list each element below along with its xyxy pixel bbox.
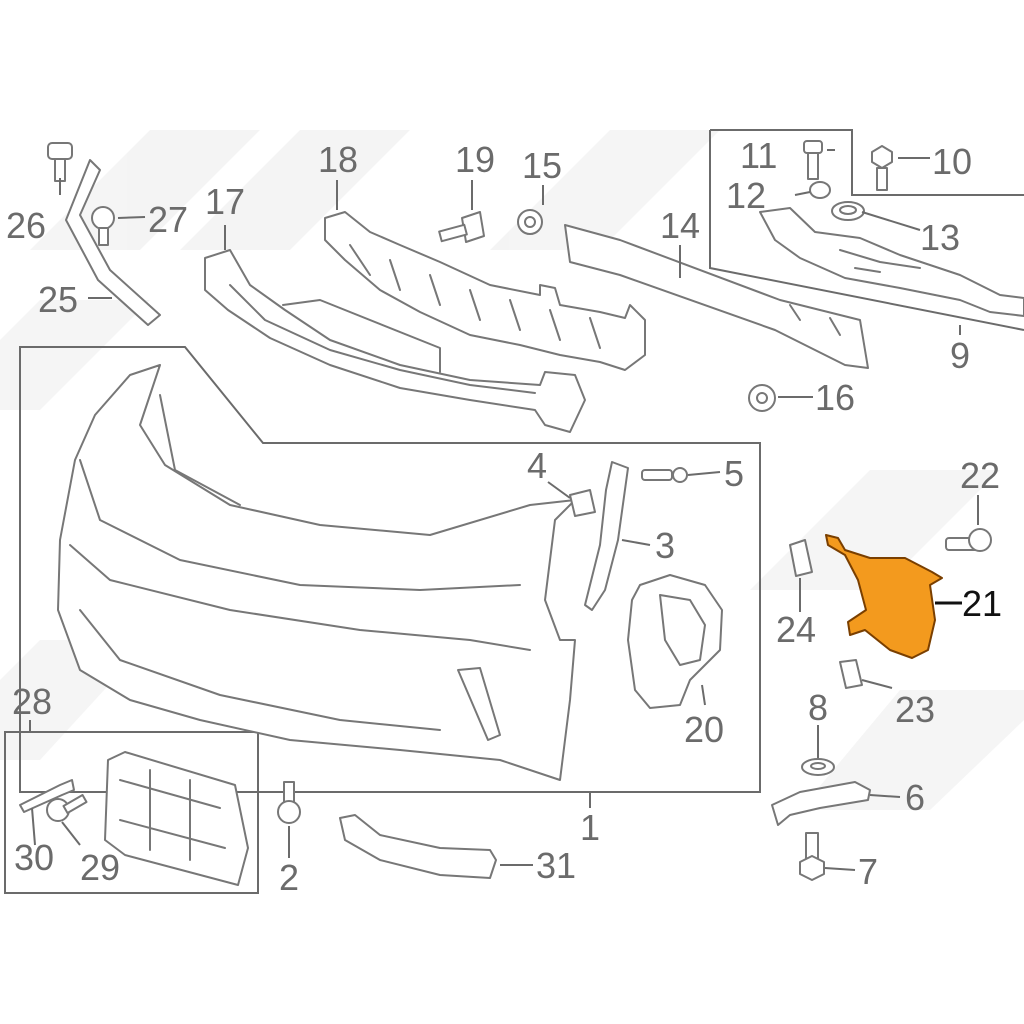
callout-21: 21 xyxy=(962,583,1002,624)
callout-28: 28 xyxy=(12,681,52,722)
callout-13: 13 xyxy=(920,217,960,258)
callout-4: 4 xyxy=(527,445,547,486)
part-16-nut[interactable] xyxy=(748,384,776,412)
part-6-bracket[interactable] xyxy=(771,781,871,826)
part-21-air-deflector-highlighted[interactable] xyxy=(825,534,943,659)
callout-20: 20 xyxy=(684,709,724,750)
callout-23: 23 xyxy=(895,689,935,730)
callout-labels: 26 27 25 17 18 19 15 14 11 12 10 13 9 16… xyxy=(6,135,1002,898)
part-24-clip[interactable] xyxy=(789,539,813,577)
part-19-screw[interactable] xyxy=(438,211,485,243)
callout-24: 24 xyxy=(776,609,816,650)
part-23-clip[interactable] xyxy=(839,659,863,689)
part-7-bolt[interactable] xyxy=(799,832,825,881)
callout-27: 27 xyxy=(148,199,188,240)
part-18-energy-absorber[interactable] xyxy=(324,211,646,371)
callout-15: 15 xyxy=(522,145,562,186)
callout-17: 17 xyxy=(205,181,245,222)
bracket-group-frame xyxy=(709,129,1024,331)
callout-7: 7 xyxy=(858,851,878,892)
part-15-nut[interactable] xyxy=(517,209,543,235)
callout-25: 25 xyxy=(38,279,78,320)
callout-26: 26 xyxy=(6,205,46,246)
part-29-screw[interactable] xyxy=(46,794,88,822)
callout-18: 18 xyxy=(318,139,358,180)
license-plate-group-frame xyxy=(4,731,259,894)
callout-22: 22 xyxy=(960,455,1000,496)
part-14-impact-bar[interactable] xyxy=(564,224,869,369)
callout-9: 9 xyxy=(950,335,970,376)
part-12-grommet[interactable] xyxy=(809,181,831,199)
callout-14: 14 xyxy=(660,205,700,246)
callout-2: 2 xyxy=(279,857,299,898)
callout-10: 10 xyxy=(932,141,972,182)
callout-29: 29 xyxy=(80,847,120,888)
watermark xyxy=(0,130,1024,810)
part-31-lower-strip[interactable] xyxy=(339,814,497,879)
part-13-ring[interactable] xyxy=(831,201,865,221)
part-1-bumper-fascia[interactable] xyxy=(57,364,576,781)
leader-lines xyxy=(29,149,979,871)
part-3-molding[interactable] xyxy=(584,461,629,611)
callout-16: 16 xyxy=(815,377,855,418)
callout-19: 19 xyxy=(455,139,495,180)
part-25-fascia-strip[interactable] xyxy=(65,159,161,326)
part-2-screw[interactable] xyxy=(277,781,301,824)
part-22-screw[interactable] xyxy=(945,528,992,552)
part-26-screw[interactable] xyxy=(47,142,73,182)
callout-1: 1 xyxy=(580,807,600,848)
part-30-pin[interactable] xyxy=(19,779,75,813)
callout-11: 11 xyxy=(740,135,777,176)
part-4-clip[interactable] xyxy=(569,489,596,517)
part-11-bolt[interactable] xyxy=(803,140,823,180)
callout-8: 8 xyxy=(808,687,828,728)
part-27-screw[interactable] xyxy=(91,206,115,246)
callout-5: 5 xyxy=(724,453,744,494)
part-8-washer[interactable] xyxy=(801,758,835,776)
callout-30: 30 xyxy=(14,837,54,878)
callout-3: 3 xyxy=(655,525,675,566)
callout-31: 31 xyxy=(536,845,576,886)
part-9-bracket[interactable] xyxy=(759,207,1024,317)
part-5-screw[interactable] xyxy=(641,467,688,483)
part-20-fog-lamp-bezel[interactable] xyxy=(627,574,723,709)
part-10-bolt[interactable] xyxy=(871,145,893,191)
license-plate-bracket[interactable] xyxy=(104,751,249,886)
callout-12: 12 xyxy=(726,175,766,216)
bumper-group-frame xyxy=(19,346,761,793)
callout-6: 6 xyxy=(905,777,925,818)
